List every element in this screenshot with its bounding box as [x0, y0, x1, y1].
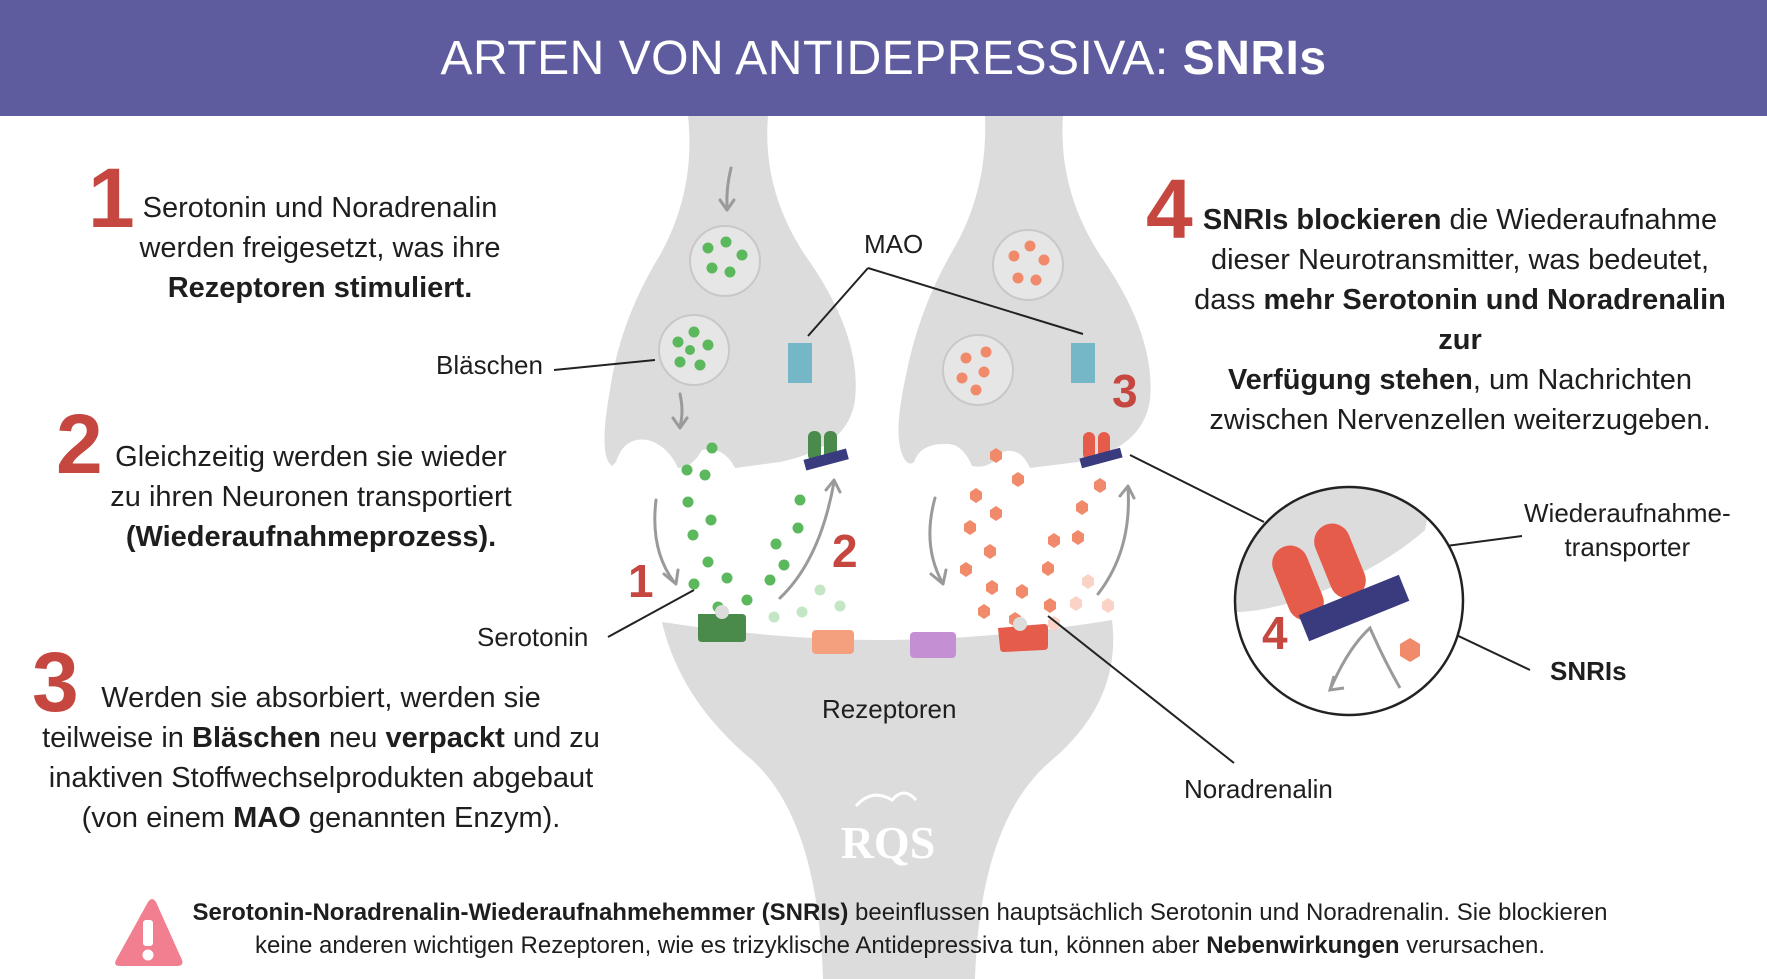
vesicle — [658, 314, 730, 386]
title-prefix: ARTEN VON ANTIDEPRESSIVA: — [440, 31, 1169, 85]
marker-4: 4 — [1262, 607, 1288, 659]
receptor — [910, 632, 956, 658]
label-blaschen: Bläschen — [436, 350, 543, 380]
logo-text: RQS — [841, 817, 936, 868]
step-number-4: 4 — [1146, 162, 1193, 256]
vesicle — [942, 334, 1014, 406]
vesicle — [689, 225, 761, 297]
label-serotonin: Serotonin — [477, 622, 589, 652]
leader-lines — [553, 267, 1531, 764]
title-bold: SNRIs — [1182, 31, 1327, 85]
zoom-detail-circle — [1233, 485, 1465, 717]
mao-enzyme — [788, 343, 812, 383]
receptor-noradrenalin — [998, 617, 1048, 652]
step-2-text: Gleichzeitig werden sie wieder zu ihren … — [110, 441, 512, 553]
receptor-serotonin — [698, 605, 746, 642]
mao-enzyme — [1071, 343, 1095, 383]
receptor — [812, 630, 854, 654]
vesicle — [992, 229, 1064, 301]
noradrenalin-molecules-faded — [1048, 574, 1114, 631]
label-noradrenalin: Noradrenalin — [1184, 774, 1333, 804]
step-1-text: Serotonin und Noradrenalin werden freige… — [139, 192, 501, 304]
postsynaptic-neuron — [662, 620, 1114, 979]
noradrenalin-molecules — [960, 448, 1106, 627]
step-3-text: Werden sie absorbiert, werden sie teilwe… — [42, 682, 600, 834]
serotonin-molecules — [681, 442, 806, 613]
step-4-text: SNRIs blockieren die Wiederaufnahme dies… — [1194, 204, 1726, 436]
step-number-1: 1 — [88, 151, 135, 245]
header-banner: ARTEN VON ANTIDEPRESSIVA: SNRIs — [0, 0, 1767, 116]
rqs-logo: RQS — [841, 791, 936, 868]
marker-2: 2 — [832, 525, 858, 577]
marker-3: 3 — [1112, 365, 1138, 417]
serotonin-molecules-faded — [768, 584, 846, 623]
label-rezeptoren: Rezeptoren — [822, 694, 957, 724]
footer-note: Serotonin-Noradrenalin-Wiederaufnahmehem… — [192, 899, 1608, 959]
marker-1: 1 — [628, 555, 654, 607]
label-transporter: Wiederaufnahme-transporter — [1524, 498, 1731, 562]
label-snris: SNRIs — [1550, 656, 1627, 686]
reuptake-transporter-left — [803, 431, 849, 471]
step-number-2: 2 — [56, 397, 103, 491]
reuptake-transporter-right — [1079, 432, 1123, 469]
label-mao: MAO — [864, 229, 924, 259]
process-arrows — [653, 166, 1136, 600]
step-number-3: 3 — [32, 635, 79, 729]
warning-icon — [115, 899, 183, 966]
